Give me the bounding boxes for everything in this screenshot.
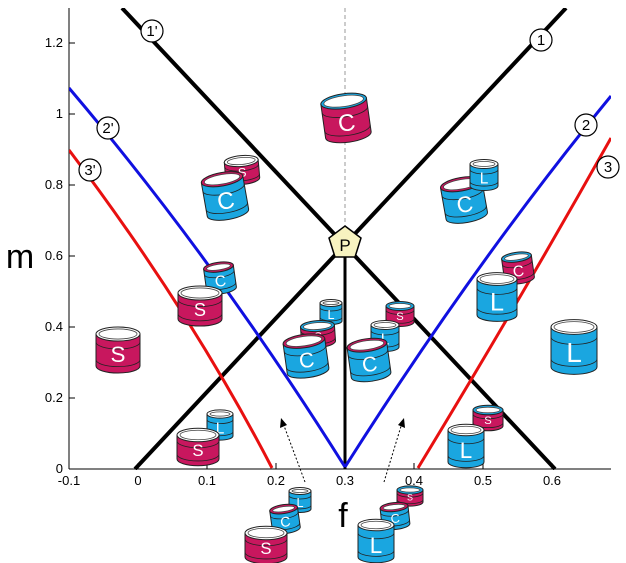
x-tick-label: 0.4 [405,473,423,488]
arrow-right [383,418,405,483]
svg-text:2: 2 [582,117,590,134]
paint-can: L [447,423,485,469]
paint-can-label: C [361,352,379,377]
paint-can-label: C [215,187,237,217]
paint-can-label: C [336,109,357,138]
paint-can: S [95,326,141,374]
y-tick-label: 0.2 [45,390,63,405]
line-1-label: 1' [140,19,164,43]
paint-can: S [177,285,223,327]
y-axis-label: m [6,238,34,276]
paint-can-label: S [111,342,126,367]
paint-can-label: L [216,420,225,437]
paint-can: L [469,159,499,191]
x-tick-label: 0.2 [267,473,285,488]
svg-text:3': 3' [84,162,95,179]
paint-can-label: L [490,289,504,317]
paint-can-label: L [370,533,382,558]
paint-can-label: C [390,511,401,526]
paint-can-label: S [194,300,206,320]
svg-text:1': 1' [146,23,157,40]
paint-can: L [550,319,598,375]
x-tick-label: 0.6 [543,473,561,488]
paint-can-label: L [480,170,489,187]
line-2-label: 2 [574,113,598,137]
paint-can-label: S [192,441,203,460]
paint-can-label: S [260,539,271,558]
y-tick-label: 0.6 [45,248,63,263]
line-3-label: 3 [596,155,620,179]
paint-can-label: L [327,308,334,322]
x-tick-label: 0.3 [336,473,354,488]
svg-text:3: 3 [604,159,612,176]
paint-can-label: S [484,415,491,427]
paint-can-label: C [279,513,291,530]
x-axis-label: f [338,497,348,535]
x-tick-label: 0 [134,473,141,488]
paint-can: S [244,525,288,563]
line-2 [343,95,611,468]
y-tick-label: 0.4 [45,319,63,334]
paint-can-label: S [237,165,247,180]
paint-can: L [357,518,395,563]
paint-can: S [396,485,424,507]
y-ticks: 0 0.2 0.4 0.6 0.8 1 1.2 [45,35,75,476]
y-tick-label: 0 [56,461,63,476]
paint-can: S [472,404,504,432]
paint-can-label: L [566,337,582,368]
paint-can-label: L [296,496,303,510]
paint-can-label: C [214,273,227,291]
line-1-label: 1 [529,28,553,52]
y-tick-label: 0.8 [45,177,63,192]
point-p-marker: P [328,225,362,258]
point-p-label: P [339,236,350,255]
paint-can-label: C [298,348,316,373]
paint-cans: CSCCLCSSLSCSLCCLLLSSLLCSSCL [95,92,598,563]
x-tick-label: -0.1 [58,473,80,488]
paint-can: C [346,337,392,383]
x-ticks: -0.1 0 0.1 0.2 0.3 0.4 0.5 0.6 [58,463,561,488]
x-tick-label: 0.1 [198,473,216,488]
svg-text:1: 1 [537,32,545,49]
paint-can: L [319,298,343,325]
paint-can-label: L [460,438,472,463]
y-tick-label: 1.2 [45,35,63,50]
paint-can: L [476,272,518,322]
paint-can: S [176,427,220,467]
x-tick-label: 0.5 [474,473,492,488]
paint-can-label: C [455,191,475,218]
arrow-left [280,418,306,483]
paint-can-label: S [396,311,403,323]
paint-can-label: S [407,493,413,503]
paint-can: C [320,92,372,144]
line-3-label: 3' [78,158,102,182]
line-2-label: 2' [96,116,120,140]
y-tick-label: 1 [56,106,63,121]
svg-text:2': 2' [102,120,113,137]
paint-can: C [200,171,250,221]
paint-can: C [282,333,330,379]
paint-can: C [203,261,237,295]
